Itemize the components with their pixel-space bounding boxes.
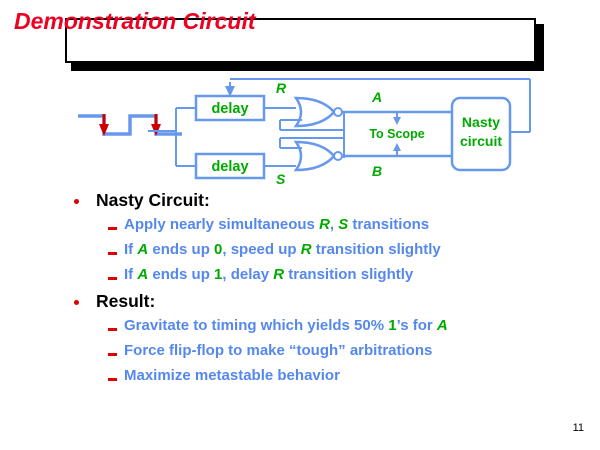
bullet-level2-text: Force flip-flop to make “tough” arbitrat… — [124, 342, 433, 359]
to-scope-arrow-down — [393, 113, 401, 125]
bullet-level2: Force flip-flop to make “tough” arbitrat… — [0, 342, 600, 367]
nor-gate-bottom — [293, 140, 343, 172]
nor-top-input-wires — [279, 119, 345, 158]
bullet-level1-text: Nasty Circuit: — [96, 190, 210, 210]
bullet-dash-icon — [108, 328, 117, 331]
page-number: 11 — [572, 422, 584, 434]
bullet-list: Nasty Circuit: Apply nearly simultaneous … — [0, 190, 600, 392]
delay-box-top-label: delay — [211, 101, 248, 117]
nor-gate-top — [293, 96, 343, 128]
nor-bottom-input-wires — [279, 112, 345, 149]
bullet-level2-text: If A ends up 1, delay R transition sligh… — [124, 266, 414, 283]
bullet-level2: Gravitate to timing which yields 50% 1’s… — [0, 317, 600, 342]
delay-box-bottom-label: delay — [211, 159, 248, 175]
bullet-dash-icon — [108, 353, 117, 356]
bullet-level1-text: Result: — [96, 291, 156, 311]
bullet-level2: Maximize metastable behavior — [0, 367, 600, 392]
nasty-circuit-box — [450, 96, 512, 172]
falling-edge-arrow-1 — [99, 114, 109, 136]
feedback-arrow-into-delay — [225, 82, 235, 97]
bullet-dash-icon — [108, 227, 117, 230]
bullet-level1: Result: — [0, 291, 600, 317]
bullet-dash-icon — [108, 378, 117, 381]
circuit-diagram: delay delay R S A — [78, 78, 531, 187]
label-r: R — [276, 80, 287, 96]
input-waveform — [78, 114, 182, 136]
nasty-circuit-label-line1: Nasty — [462, 114, 500, 130]
title-box — [65, 18, 536, 63]
bullet-dash-icon — [108, 252, 117, 255]
input-split-wire — [148, 107, 196, 167]
bullet-dot-icon — [74, 300, 79, 305]
to-scope-label: To Scope — [369, 127, 424, 141]
bullet-dot-icon — [74, 199, 79, 204]
to-scope-arrow-up — [393, 143, 401, 155]
bullet-dash-icon — [108, 277, 117, 280]
nasty-circuit-label-line2: circuit — [460, 133, 502, 149]
feedback-path — [230, 78, 531, 133]
bullet-level2: If A ends up 0, speed up R transition sl… — [0, 241, 600, 266]
page-title: Demonstration Circuit — [14, 8, 256, 34]
bullet-level2-text: Apply nearly simultaneous R, S transitio… — [124, 216, 430, 233]
bullet-level2-text: Maximize metastable behavior — [124, 367, 340, 384]
label-s: S — [276, 171, 286, 187]
bullet-level2-text: Gravitate to timing which yields 50% 1’s… — [124, 317, 448, 334]
bullet-level1: Nasty Circuit: — [0, 190, 600, 216]
label-b: B — [372, 163, 382, 179]
label-a: A — [371, 89, 382, 105]
bullet-level2: If A ends up 1, delay R transition sligh… — [0, 266, 600, 291]
bullet-level2-text: If A ends up 0, speed up R transition sl… — [124, 241, 441, 258]
bullet-level2: Apply nearly simultaneous R, S transitio… — [0, 216, 600, 241]
